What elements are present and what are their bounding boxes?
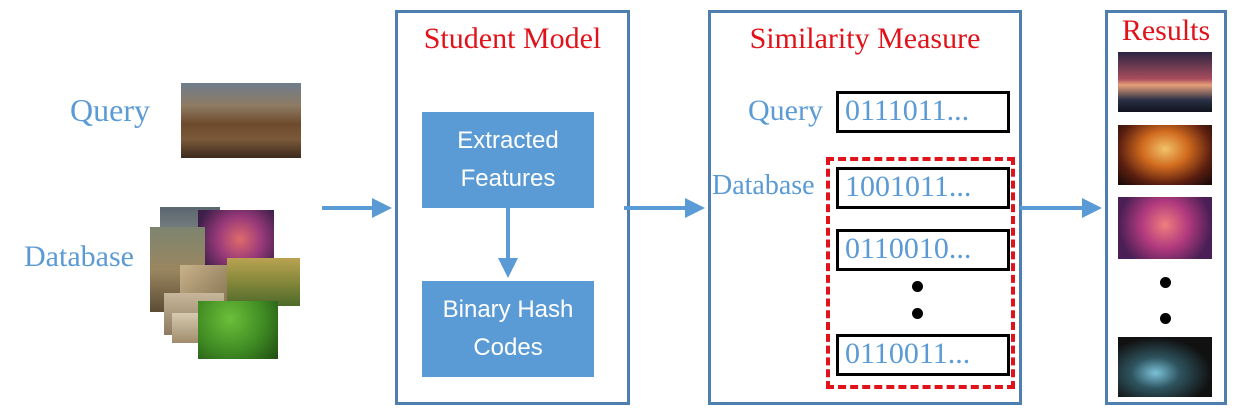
similarity-database-label: Database — [712, 170, 815, 201]
results-title: Results — [1121, 14, 1211, 47]
database-hash-code: 1001011... — [836, 167, 1010, 209]
database-image — [227, 258, 300, 306]
result-image — [1118, 52, 1212, 112]
result-image — [1118, 125, 1212, 185]
database-codes-dashed-box — [826, 157, 1015, 389]
database-image — [198, 301, 278, 359]
query-image — [181, 83, 301, 158]
database-hash-code: 0110010... — [836, 229, 1010, 271]
student-model-title: Student Model — [423, 22, 602, 55]
query-hash-code: 0111011... — [836, 91, 1010, 133]
binary-hash-codes-box: Binary Hash Codes — [422, 281, 594, 377]
ellipsis-dot — [912, 281, 923, 292]
database-hash-code: 0110011... — [836, 334, 1010, 376]
query-label: Query — [70, 92, 150, 128]
extracted-features-box: Extracted Features — [422, 112, 594, 208]
database-label: Database — [24, 240, 134, 273]
ellipsis-dot — [1160, 277, 1171, 288]
result-image — [1118, 197, 1212, 259]
ellipsis-dot — [1160, 313, 1171, 324]
result-image — [1118, 337, 1212, 397]
ellipsis-dot — [912, 308, 923, 319]
similarity-measure-title: Similarity Measure — [749, 22, 981, 55]
database-image-collage — [150, 205, 300, 360]
similarity-query-label: Query — [748, 94, 823, 127]
